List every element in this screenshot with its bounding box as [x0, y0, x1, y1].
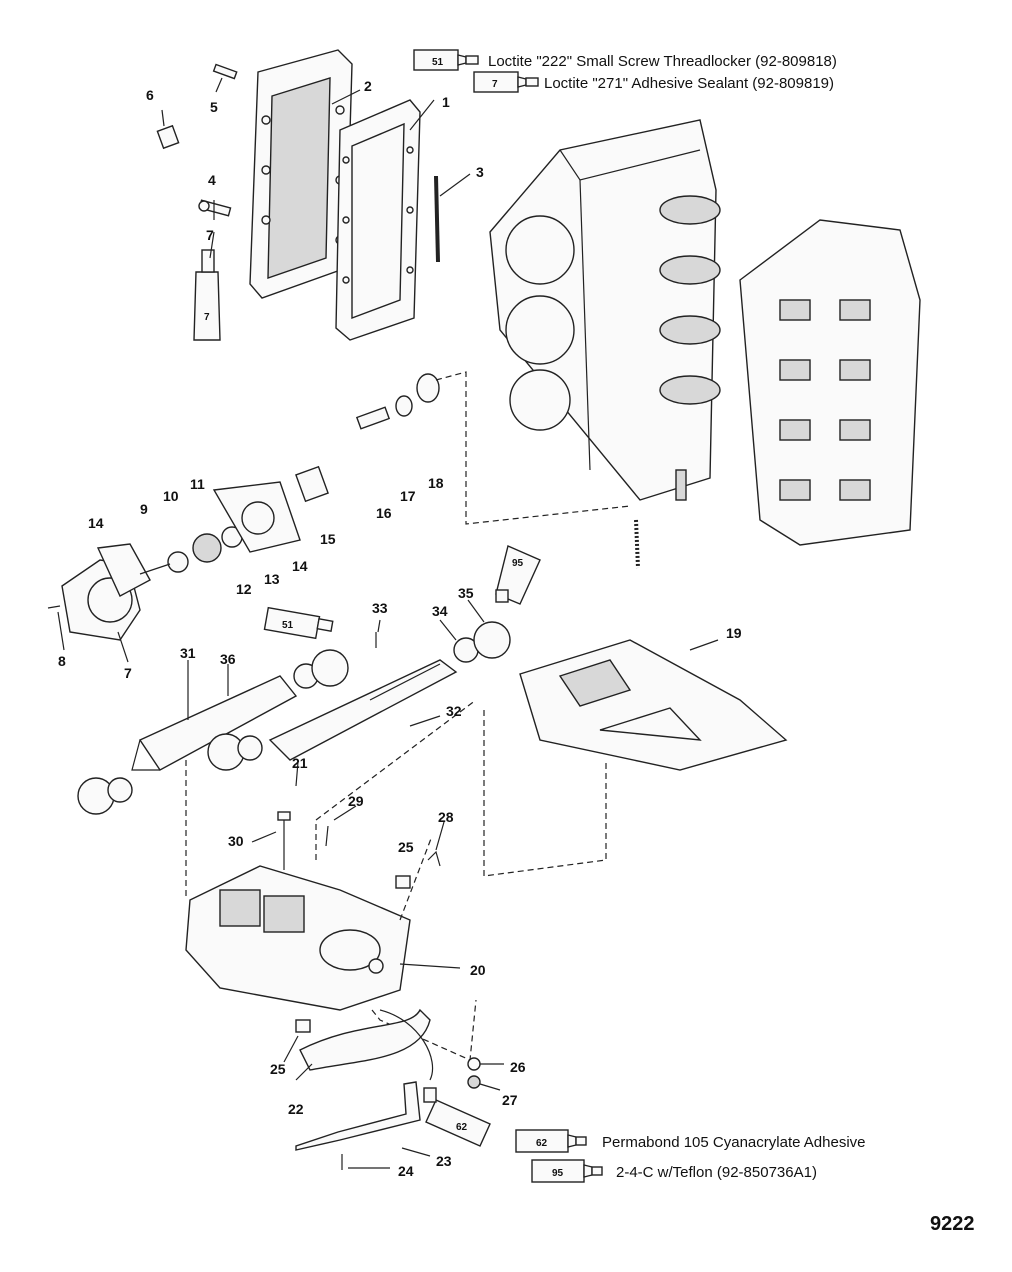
legend-bottom: 62 Permabond 105 Cyanacrylate Adhesive 9…: [515, 1129, 866, 1183]
tube-number: 95: [552, 1168, 564, 1179]
callout-24: 24: [398, 1163, 414, 1179]
gasket: [335, 99, 421, 341]
callout-28: 28: [438, 809, 454, 825]
callout-14-right: 14: [292, 558, 308, 574]
figure-number: 9222: [930, 1213, 975, 1235]
sealant-tube-7: 7: [193, 249, 221, 341]
seal-strip: [434, 175, 440, 263]
plug-6: [156, 124, 180, 150]
exhaust-divider-plate: [249, 49, 353, 299]
callout-4: 4: [208, 172, 216, 188]
dashed-leader: [371, 999, 477, 1061]
callout-7-bottom: 7: [124, 665, 132, 681]
callout-17: 17: [400, 488, 416, 504]
tube-icon-7: 7: [473, 71, 539, 93]
wear-strip: [299, 1008, 434, 1081]
dashed-leader: [399, 835, 433, 921]
callout-12: 12: [236, 581, 252, 597]
callout-30: 30: [228, 833, 244, 849]
tube-number: 7: [204, 312, 210, 323]
callout-19: 19: [726, 625, 742, 641]
callout-20: 20: [470, 962, 486, 978]
callout-9: 9: [140, 501, 148, 517]
crankcase-cover: [739, 219, 921, 546]
callout-15: 15: [320, 531, 336, 547]
callout-25-bottom: 25: [270, 1061, 286, 1077]
tube-number: 62: [536, 1138, 548, 1149]
callout-29: 29: [348, 793, 364, 809]
legend-text-62: Permabond 105 Cyanacrylate Adhesive: [602, 1134, 866, 1151]
legend-top: 51 Loctite "222" Small Screw Threadlocke…: [413, 49, 837, 93]
cylinder-block: [489, 119, 721, 501]
callout-31: 31: [180, 645, 196, 661]
legend-text-51: Loctite "222" Small Screw Threadlocker (…: [488, 53, 837, 70]
plug-25: [395, 875, 411, 889]
callout-23: 23: [436, 1153, 452, 1169]
callout-16: 16: [376, 505, 392, 521]
leader-lines: [57, 77, 719, 1169]
callout-35: 35: [458, 585, 474, 601]
callout-6: 6: [146, 87, 154, 103]
mount-bracket-right: [207, 621, 511, 771]
callout-36: 36: [220, 651, 236, 667]
callout-10: 10: [163, 488, 179, 504]
callout-22: 22: [288, 1101, 304, 1117]
callout-32: 32: [446, 703, 462, 719]
callout-7-top: 7: [206, 227, 214, 243]
adhesive-tube-62: 62: [423, 1087, 491, 1147]
dashed-leader: [435, 371, 631, 525]
drain-rod: [634, 519, 640, 569]
callout-14-left: 14: [88, 515, 104, 531]
tube-icon-51: 51: [413, 49, 479, 71]
mount-bracket-left: [77, 649, 349, 815]
callout-33: 33: [372, 600, 388, 616]
nut-27: [467, 1075, 481, 1089]
callout-8: 8: [58, 653, 66, 669]
tube-number: 62: [456, 1122, 468, 1133]
bolt-29: [325, 825, 329, 847]
exhaust-plate: [519, 639, 788, 771]
tube-number: 7: [492, 79, 498, 90]
callout-5: 5: [210, 99, 218, 115]
tube-number: 51: [282, 620, 294, 631]
callout-27: 27: [502, 1092, 518, 1108]
callout-13: 13: [264, 571, 280, 587]
callout-25-top: 25: [398, 839, 414, 855]
adaptor-plate: [185, 865, 411, 1011]
fitting-assembly: [295, 373, 440, 503]
water-cover-assembly: [47, 481, 301, 641]
clip-28: [427, 850, 441, 867]
callout-3: 3: [476, 164, 484, 180]
lubricant-tube-95: 95: [495, 545, 541, 605]
legend-text-7: Loctite "271" Adhesive Sealant (92-80981…: [544, 75, 834, 92]
plug-25: [295, 1019, 311, 1033]
callout-11: 11: [190, 476, 205, 492]
bracket-23: [295, 1081, 421, 1151]
callout-2: 2: [364, 78, 372, 94]
tube-icon-95: 95: [531, 1159, 603, 1183]
callout-34: 34: [432, 603, 448, 619]
callout-1: 1: [442, 94, 450, 110]
callout-18: 18: [428, 475, 444, 491]
washer-26: [467, 1057, 481, 1071]
screw-4: [198, 199, 232, 217]
dashed-leader: [483, 710, 607, 877]
callout-26: 26: [510, 1059, 526, 1075]
threadlocker-tube-51: 51: [263, 606, 334, 640]
callout-21: 21: [292, 755, 308, 771]
legend-text-95: 2-4-C w/Teflon (92-850736A1): [616, 1164, 817, 1181]
dashed-leader: [315, 699, 477, 860]
screw-5: [212, 63, 238, 80]
tube-number: 95: [512, 558, 524, 569]
tube-icon-62: 62: [515, 1129, 587, 1153]
tube-number: 51: [432, 57, 444, 68]
callout-labels: 1 2 3 4 5 6 7 7 8 9 10 11 12 13 14 14 15…: [58, 78, 742, 1179]
